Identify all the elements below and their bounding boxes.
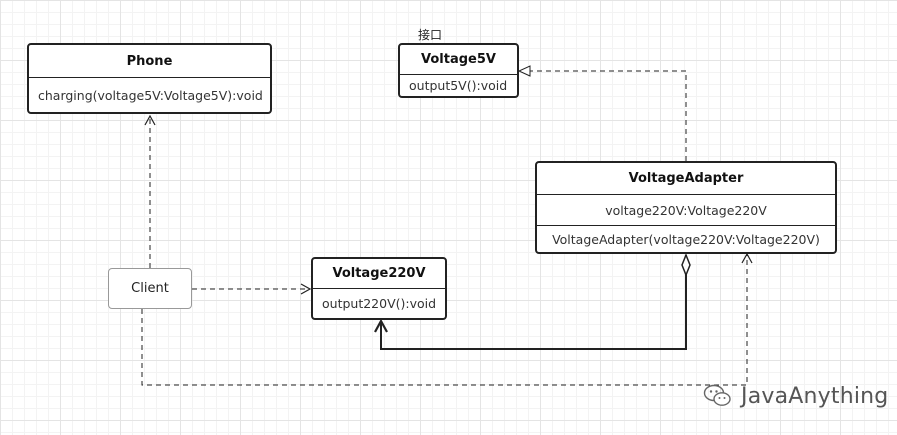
- class-voltage220v-method: output220V():void: [322, 296, 437, 311]
- class-phone[interactable]: Phone charging(voltage5V:Voltage5V):void: [27, 43, 272, 114]
- watermark: JavaAnything: [703, 383, 888, 409]
- class-voltage-adapter-method: VoltageAdapter(voltage220V:Voltage220V): [537, 225, 835, 252]
- watermark-text: JavaAnything: [741, 383, 889, 409]
- class-voltage-adapter-name: VoltageAdapter: [537, 163, 835, 195]
- class-phone-method: charging(voltage5V:Voltage5V):void: [38, 87, 263, 103]
- client-adapter-dependency: [141, 252, 753, 386]
- interface-voltage5v[interactable]: Voltage5V output5V():void: [398, 43, 519, 98]
- class-voltage220v-name: Voltage220V: [313, 259, 445, 289]
- client-node[interactable]: Client: [108, 268, 192, 309]
- class-voltage220v[interactable]: Voltage220V output220V():void: [311, 257, 447, 320]
- interface-voltage5v-name: Voltage5V: [400, 45, 517, 75]
- interface-voltage5v-method: output5V():void: [409, 78, 508, 93]
- adapter-realizes-voltage5v: [517, 65, 687, 161]
- adapter-aggregates-voltage220v: [381, 255, 686, 350]
- wechat-icon: [703, 384, 731, 406]
- class-voltage-adapter-field: voltage220V:Voltage220V: [605, 202, 767, 218]
- class-voltage-adapter[interactable]: VoltageAdapter voltage220V:Voltage220V V…: [535, 161, 837, 254]
- interface-stereotype-label: 接口: [418, 28, 443, 42]
- class-phone-name: Phone: [29, 45, 270, 78]
